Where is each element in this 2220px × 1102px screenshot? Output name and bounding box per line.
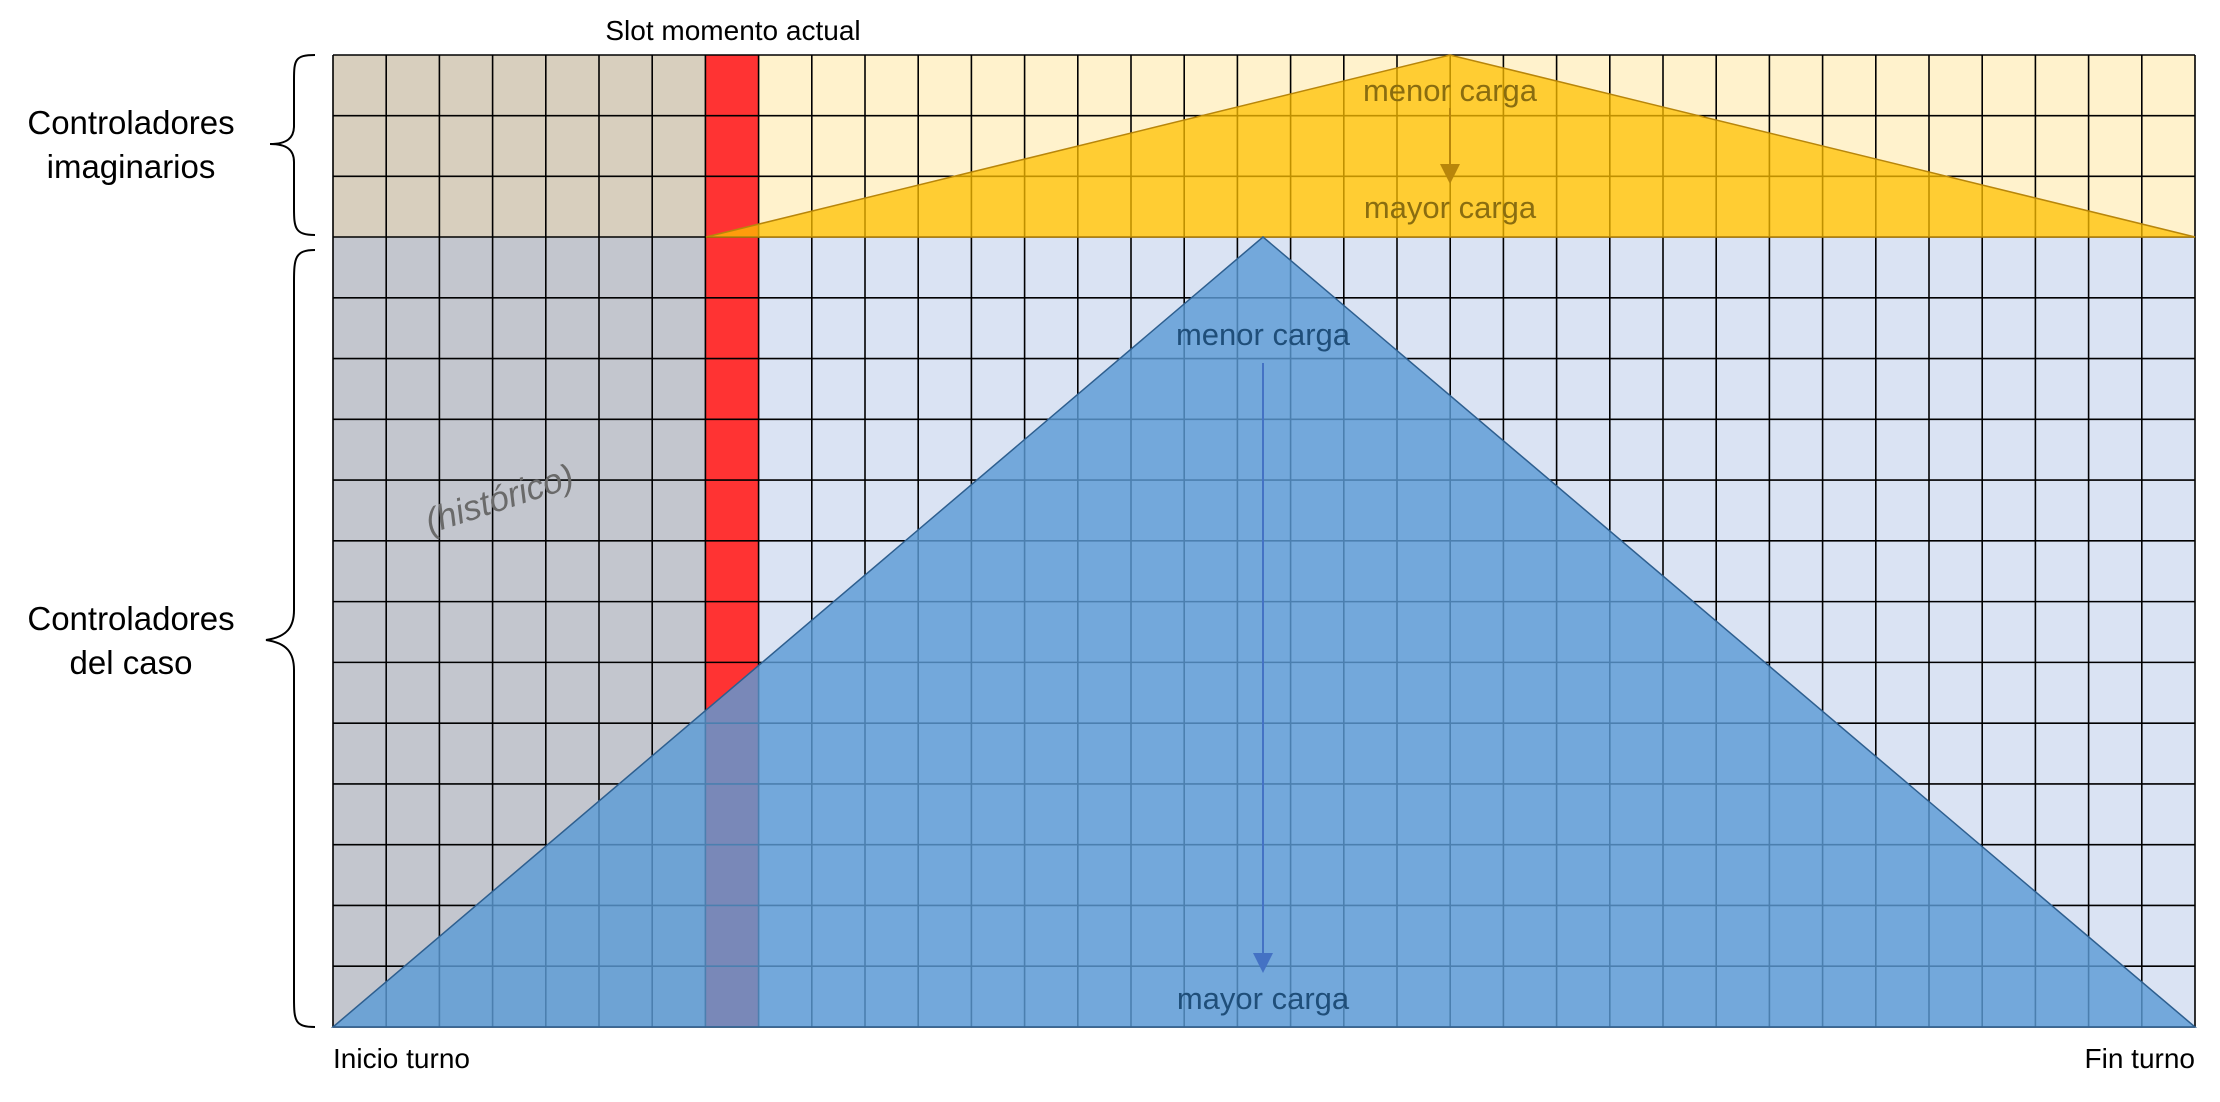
top-high-load-label: mayor carga [1364, 190, 1537, 225]
top-group-brace-icon [269, 54, 316, 236]
historic-imaginary-area [333, 55, 706, 237]
bottom-low-load-label: menor carga [1176, 317, 1351, 352]
bottom-group-brace-icon [265, 249, 316, 1028]
shift-end-label: Fin turno [2085, 1043, 2196, 1074]
top-group-label-line1: Controladores [27, 104, 234, 141]
bottom-high-load-label: mayor carga [1177, 981, 1350, 1016]
shift-start-label: Inicio turno [333, 1043, 470, 1074]
bottom-group-label-line1: Controladores [27, 600, 234, 637]
current-slot-title: Slot momento actual [605, 15, 860, 46]
top-group-label-line2: imaginarios [47, 148, 216, 185]
bottom-group-label-line2: del caso [70, 644, 193, 681]
top-low-load-label: menor carga [1363, 73, 1538, 108]
